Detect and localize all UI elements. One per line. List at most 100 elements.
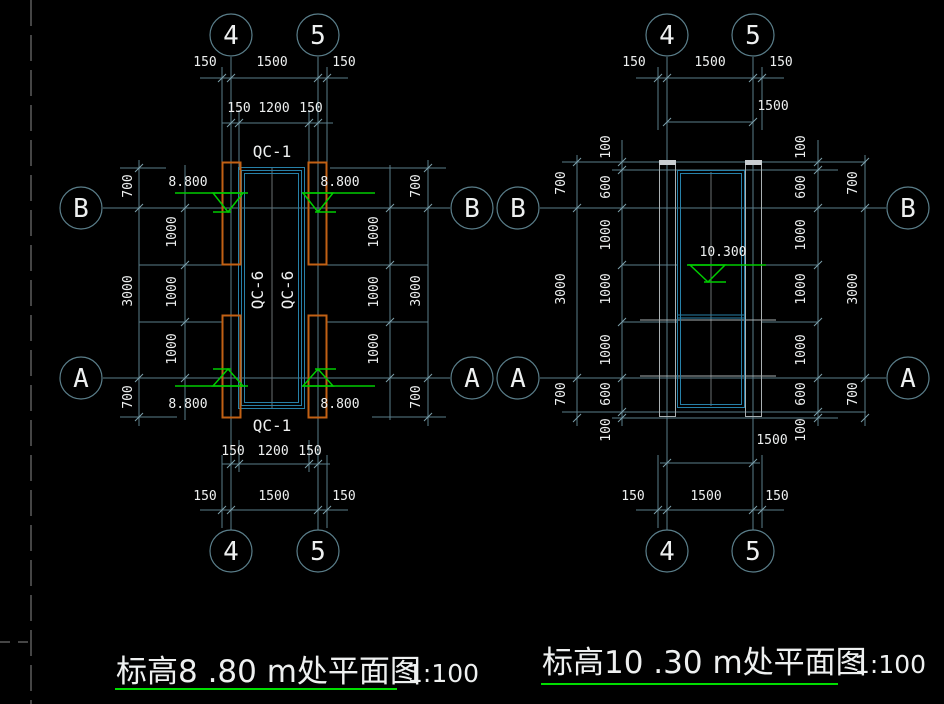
dim-label: 1500 [690,489,721,504]
left-plan-caption: 标高8 .80 m处平面图 1:100 [115,654,479,690]
wall-tag-top: QC-1 [253,142,292,161]
right-plan-grid-lines [540,57,886,530]
elevation-value: 8.800 [320,175,359,190]
elevation-value: 8.800 [168,175,207,190]
dim-label: 150 [299,101,322,116]
svg-text:5: 5 [745,21,761,51]
dim-label: 3000 [554,273,569,304]
grid-bubble-4-top: 4 [209,13,253,57]
dim-label: 150 [298,444,321,459]
elevation-marker-bottom-left [175,367,248,387]
svg-text:A: A [900,364,916,394]
svg-text:4: 4 [659,21,675,51]
grid-bubble-B-right: B [886,186,930,230]
dim-label: 1000 [165,216,180,247]
dim-label: 1000 [794,334,809,365]
grid-bubble-A-right: A [450,356,494,400]
grid-bubble-A-right: A [886,356,930,400]
svg-text:5: 5 [310,537,326,567]
dim-label: 600 [794,382,809,405]
dim-label: 700 [554,171,569,194]
dim-label: 700 [121,385,136,408]
dim-label: 1000 [165,333,180,364]
dim-label: 3000 [846,273,861,304]
dim-label: 150 [227,101,250,116]
elevation-marker-center [687,264,766,284]
caption-title: 标高10 .30 m处平面图 [542,645,867,681]
grid-bubble-5-bottom: 5 [731,529,775,573]
dim-label: 600 [599,175,614,198]
dim-label: 1000 [794,219,809,250]
dim-label: 700 [846,382,861,405]
window-tag-left: QC-6 [248,271,267,310]
dim-label: 1200 [258,101,289,116]
grid-bubble-B-left: B [59,186,103,230]
svg-text:5: 5 [745,537,761,567]
elevation-marker-top-left [175,192,248,214]
dim-label: 3000 [121,275,136,306]
dim-label: 700 [409,174,424,197]
dim-label: 150 [332,55,355,70]
left-plan-top-dim-lines [200,67,348,170]
right-plan-caption: 标高10 .30 m处平面图 1:100 [541,645,926,685]
dim-label: 150 [193,55,216,70]
caption-underline [541,683,838,685]
svg-text:A: A [510,364,526,394]
dim-label: 1000 [599,273,614,304]
right-plan-bottom-dim-lines [636,455,784,528]
caption-title: 标高8 .80 m处平面图 [116,654,421,690]
dim-label: 1000 [367,276,382,307]
dim-label: 700 [121,174,136,197]
dim-label: 1200 [257,444,288,459]
grid-bubble-5-bottom: 5 [296,529,340,573]
elevation-value: 10.300 [700,245,747,260]
dim-label: 150 [622,55,645,70]
dim-label: 100 [599,418,614,441]
dim-label: 100 [794,418,809,441]
dim-label: 700 [554,382,569,405]
dim-label: 150 [221,444,244,459]
dim-label: 600 [794,175,809,198]
right-plan-columns [640,160,776,417]
dim-label: 1000 [367,216,382,247]
left-plan: 150 1500 150 150 1200 150 QC-1 QC-1 QC-6… [59,13,494,573]
dim-label: 150 [765,489,788,504]
svg-text:4: 4 [223,21,239,51]
caption-scale: 1:100 [407,659,479,688]
left-plan-bottom-dim-lines [200,440,348,528]
dim-label: 700 [846,171,861,194]
svg-text:B: B [900,194,916,224]
dim-label: 3000 [409,275,424,306]
svg-text:B: B [73,194,89,224]
elevation-marker-top-right [301,192,375,214]
svg-text:A: A [464,364,480,394]
grid-bubble-B-right: B [450,186,494,230]
dim-label: 1000 [165,276,180,307]
dim-label: 700 [409,385,424,408]
window-tag-right: QC-6 [278,271,297,310]
svg-text:4: 4 [223,537,239,567]
dim-label: 100 [794,135,809,158]
grid-bubble-A-left: A [59,356,103,400]
dim-label: 150 [621,489,644,504]
right-plan-dim-ticks [572,73,870,515]
elevation-value: 8.800 [320,397,359,412]
dim-label: 1500 [694,55,725,70]
dim-label: 1000 [599,219,614,250]
sheet-dashed-line [0,0,32,704]
grid-bubble-5-top: 5 [731,13,775,57]
dim-label: 1500 [757,99,788,114]
svg-text:B: B [510,194,526,224]
elevation-marker-bottom-right [301,367,375,387]
dim-label: 1000 [794,273,809,304]
dim-label: 1500 [256,55,287,70]
dim-label: 1500 [258,489,289,504]
left-plan-dim-ticks [134,73,433,515]
grid-bubble-4-bottom: 4 [209,529,253,573]
dim-label: 600 [599,382,614,405]
dim-label: 100 [599,135,614,158]
dim-label: 150 [332,489,355,504]
dim-label: 1500 [756,433,787,448]
grid-bubble-B-left: B [496,186,540,230]
